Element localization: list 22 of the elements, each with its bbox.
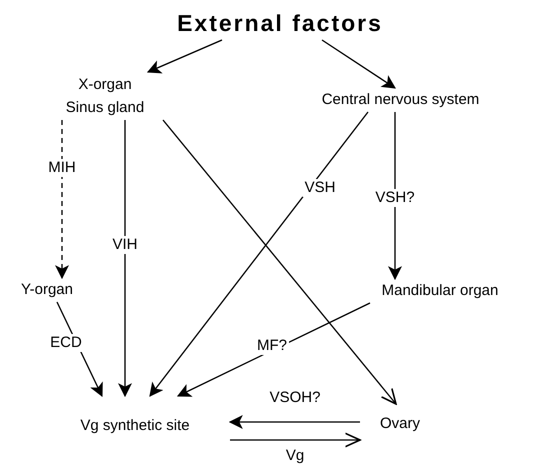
node-label: X-organ Sinus gland [64,75,146,118]
arrow [55,120,69,280]
arrow [388,112,402,280]
node-label: External factors [177,8,383,38]
arrow [162,120,397,405]
edge-label: VSH [302,179,338,197]
node-label: Ovary [380,414,420,434]
node-label: Vg synthetic site [80,416,190,436]
node-label: Central nervous system [322,90,480,110]
arrow [228,415,360,429]
edge-label: VSH? [373,189,417,207]
arrow [146,39,222,74]
edge-label: MF? [255,337,289,355]
node-label: Y-organ [21,280,73,300]
edge-label: Vg [284,447,306,465]
edge-label: ECD [48,334,84,352]
node-label: Mandibular organ [382,280,498,301]
arrow [230,432,361,448]
arrow [118,120,132,398]
arrow [149,112,369,397]
arrow [322,39,396,89]
edge-label: VIH [110,236,140,254]
